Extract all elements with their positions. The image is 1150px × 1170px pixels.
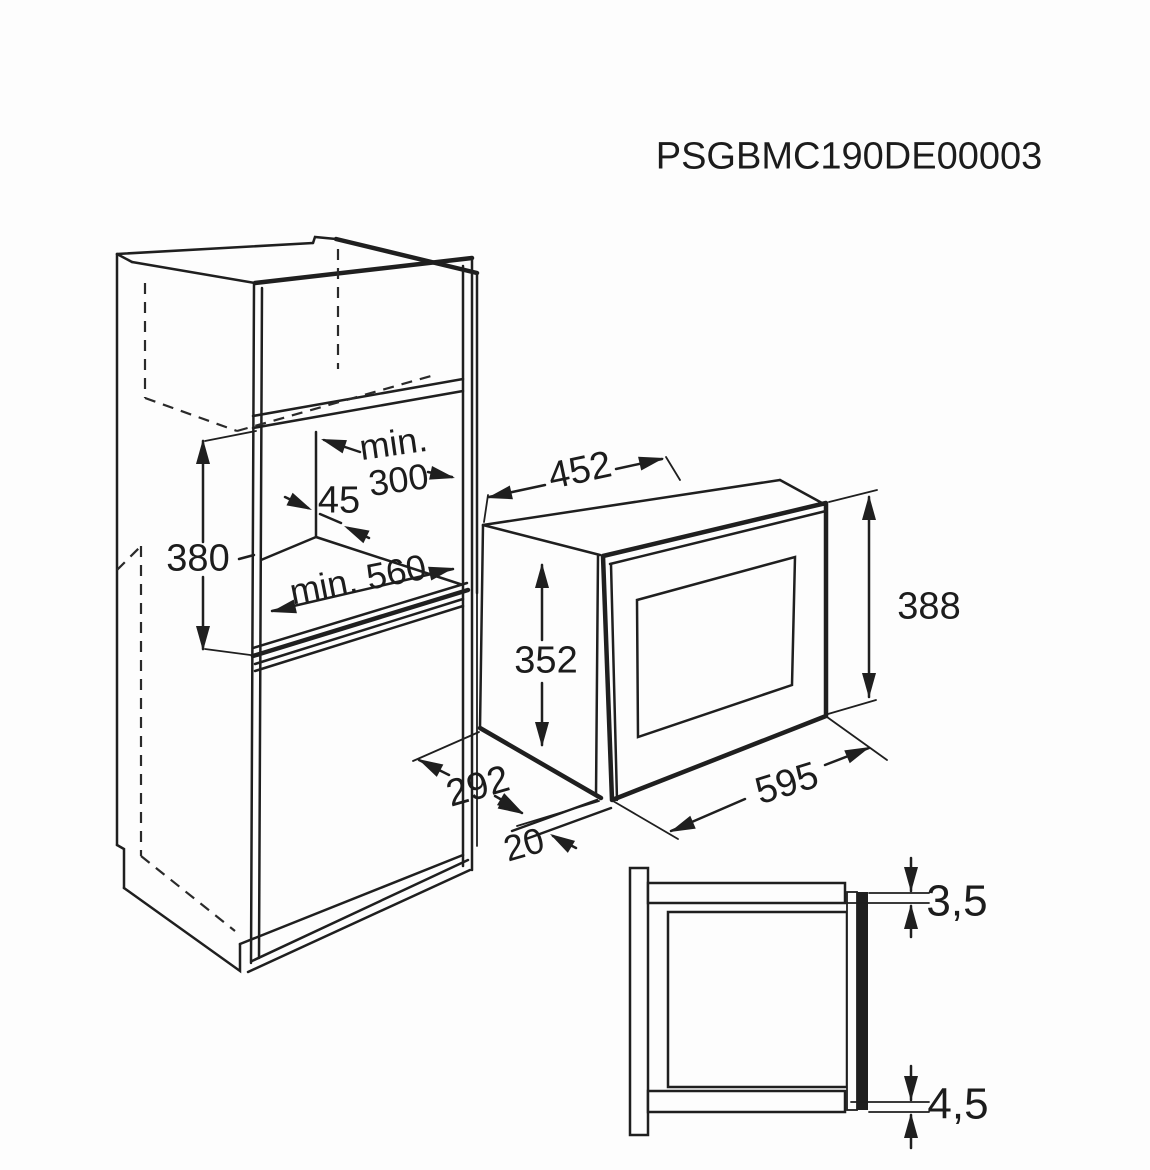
dim-45-label: 45 [317,479,361,522]
model-number: PSGBMC190DE00003 [655,135,1043,178]
dim-388-label: 388 [897,585,961,628]
detail-section-drawing [628,866,868,1137]
dim-min-300-label: min. 300 [357,418,435,504]
dim-380-label: 380 [166,537,230,580]
microwave-drawing [476,478,829,847]
dim-3-5-label: 3,5 [926,876,988,926]
dimension-arrowheads [196,439,918,1138]
dim-4-5-label: 4,5 [927,1079,989,1129]
cabinet-drawing [115,235,480,974]
dim-352-label: 352 [514,639,578,682]
dim-min-300-line2: 300 [365,454,432,504]
